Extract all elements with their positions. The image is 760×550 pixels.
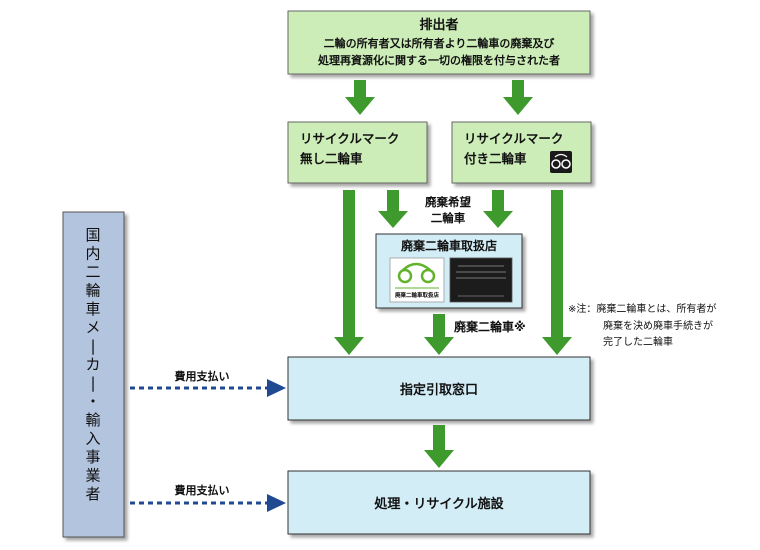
payment-arrow-to-collection (130, 379, 286, 397)
discarded-motorcycle-label: 廃棄二輪車※ (454, 319, 526, 334)
dealer-title: 廃棄二輪車取扱店 (401, 238, 497, 253)
arrow-discharger-to-no-mark (345, 80, 375, 115)
arrow-no-mark-to-dealer (378, 190, 408, 228)
arrow-no-mark-to-collection (334, 190, 364, 355)
no-mark-line2: 無し二輪車 (300, 151, 363, 166)
want-discard-label-line1: 廃棄希望 (425, 195, 471, 209)
dealer-box: 廃棄二輪車取扱店 廃棄二輪車取扱店 (375, 233, 523, 309)
discharger-desc-line2: 処理再資源化に関する一切の権限を付与された者 (317, 53, 560, 67)
note-line2: 廃棄を決め廃車手続きが (603, 319, 713, 332)
with-mark-motorcycle-box: リサイクルマーク 付き二輪車 (451, 121, 592, 184)
recycle-mark-icon (550, 151, 572, 173)
arrow-with-mark-to-collection (542, 190, 572, 355)
discharger-box: 排出者 二輪の所有者又は所有者より二輪車の廃棄及び 処理再資源化に関する一切の権… (287, 10, 591, 75)
arrow-discharger-to-with-mark (503, 80, 533, 115)
manufacturer-bar: 国内二輪車メ|カ|・輸入事業者 (62, 211, 125, 538)
arrow-dealer-to-collection (424, 314, 454, 355)
note-line3: 完了した二輪車 (603, 335, 673, 348)
discharger-desc-line1: 二輪の所有者又は所有者より二輪車の廃棄及び (324, 36, 556, 50)
no-mark-motorcycle-box: リサイクルマーク 無し二輪車 (287, 121, 428, 184)
recycling-facility-box: 処理・リサイクル施設 (287, 470, 591, 535)
manufacturer-label: 国内二輪車メ|カ|・輸入事業者 (85, 226, 100, 503)
with-mark-line2: 付き二輪車 (464, 151, 527, 166)
arrow-collection-to-facility (424, 425, 454, 468)
discharger-title: 排出者 (419, 17, 458, 33)
collection-title: 指定引取窓口 (400, 382, 478, 398)
note-line1: ※注：廃棄二輪車とは、所有者が (568, 302, 716, 315)
facility-title: 処理・リサイクル施設 (373, 496, 504, 512)
want-discard-label-line2: 二輪車 (431, 211, 466, 225)
no-mark-line1: リサイクルマーク (300, 131, 399, 146)
payment-arrow-to-facility (130, 494, 286, 512)
payment-label-2: 費用支払い (174, 483, 230, 497)
recycle-motorcycle-logo: 廃棄二輪車取扱店 (389, 257, 445, 303)
with-mark-line1: リサイクルマーク (464, 131, 563, 146)
collection-window-box: 指定引取窓口 (287, 356, 591, 421)
dealer-certificate-plate (449, 257, 513, 303)
payment-label-1: 費用支払い (174, 369, 230, 383)
sticker-text: 廃棄二輪車取扱店 (395, 291, 440, 299)
arrow-with-mark-to-dealer (483, 190, 513, 228)
